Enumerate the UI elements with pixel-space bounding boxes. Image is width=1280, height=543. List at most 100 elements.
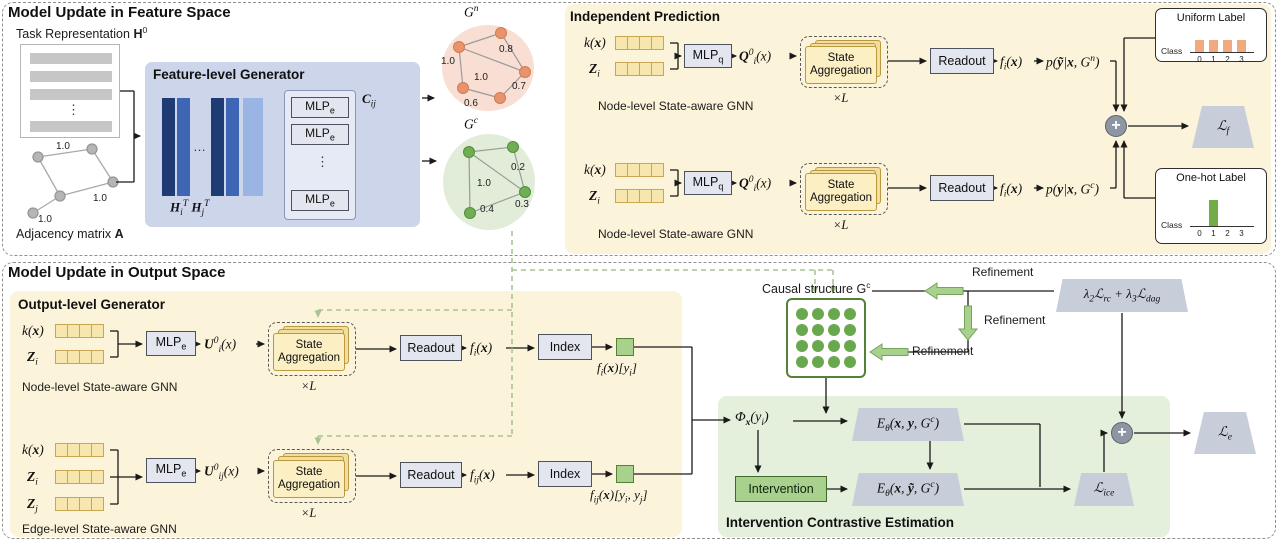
uniform-label-title: Uniform Label — [1176, 12, 1246, 24]
refinement-label: Refinement — [912, 344, 974, 358]
fi-label: fi(x) — [1000, 54, 1023, 73]
kx-cells — [55, 443, 104, 457]
causal-dot — [796, 324, 808, 336]
gc-weight: 0.2 — [511, 162, 525, 173]
tick: 3 — [1239, 229, 1244, 238]
state-aggregation-label: State Aggregation — [809, 52, 873, 77]
fi-label: fi(x) — [470, 340, 493, 359]
tick: 3 — [1239, 55, 1244, 64]
kx-label: k(x) — [22, 442, 44, 457]
causal-dot — [828, 324, 840, 336]
energy-ytilde-trapezoid: Eθ(x, ỹ, Gc) — [852, 473, 964, 506]
lambda-loss-label: λ2ℒrc + λ3ℒdag — [1083, 286, 1161, 305]
node-gnn-label: Node-level State-aware GNN — [598, 99, 754, 113]
state-aggregation-label: State Aggregation — [277, 339, 341, 364]
gc-label: Gc — [464, 116, 478, 132]
cell — [91, 350, 104, 364]
feature-connectors — [116, 90, 437, 183]
refinement-label: Refinement — [984, 313, 1046, 327]
times-l-label: ×L — [301, 379, 317, 393]
horizontal-dots: … — [193, 139, 206, 154]
times-l-label: ×L — [301, 506, 317, 520]
output-space-title: Model Update in Output Space — [8, 264, 226, 281]
index-box: Index — [538, 461, 592, 487]
cell — [91, 497, 104, 511]
zi-cells — [615, 189, 664, 203]
causal-structure-label: Causal structure Gc — [762, 280, 871, 297]
causal-dot — [844, 356, 856, 368]
independent-prediction-title: Independent Prediction — [570, 9, 721, 24]
fij-label: fij(x) — [470, 467, 495, 486]
intervention-box: Intervention — [735, 476, 827, 502]
gc-weight: 1.0 — [477, 178, 491, 189]
lambda-loss-trapezoid: λ2ℒrc + λ3ℒdag — [1056, 279, 1188, 312]
readout-box: Readout — [930, 48, 994, 74]
mlp-e-box: MLPe — [146, 458, 196, 483]
mlp-e-box: MLPe — [291, 124, 349, 145]
mlp-e-label: MLPe — [305, 192, 335, 209]
output-generator-title: Output-level Generator — [18, 297, 166, 312]
right-connectors — [754, 290, 1191, 493]
cell — [651, 163, 664, 177]
causal-dot-grid — [788, 300, 864, 376]
task-representation-matrix: ⋮ — [20, 44, 120, 138]
state-aggregation-stack: State Aggregation — [268, 449, 356, 503]
adjacency-weight: 1.0 — [38, 214, 52, 225]
causal-dot — [828, 308, 840, 320]
readout-box: Readout — [400, 335, 462, 361]
refinement-arrow-left-icon — [869, 343, 909, 361]
mlp-q-label: MLPq — [692, 174, 724, 192]
node-gnn-label: Node-level State-aware GNN — [598, 227, 754, 241]
index-box: Index — [538, 334, 592, 360]
zi-cells — [615, 62, 664, 76]
mlp-q-label: MLPq — [692, 47, 724, 65]
indep-connectors — [670, 37, 1189, 199]
zi-label: Zi — [27, 469, 38, 488]
onehot-chart — [1190, 187, 1254, 227]
uniform-bar — [1209, 40, 1218, 52]
causal-dot — [796, 356, 808, 368]
causal-dot — [844, 324, 856, 336]
task-representation-label: Task Representation H0 — [16, 25, 148, 42]
output-connectors — [110, 330, 731, 505]
zi-label: Zi — [27, 349, 38, 368]
readout-label: Readout — [938, 54, 986, 68]
zi-cells — [55, 350, 104, 364]
mlp-e-box: MLPe — [291, 97, 349, 118]
adjacency-weight: 1.0 — [93, 193, 107, 204]
tick: 2 — [1225, 229, 1230, 238]
gn-graph: 1.0 0.8 1.0 0.7 0.6 — [441, 25, 534, 111]
ice-title: Intervention Contrastive Estimation — [726, 515, 955, 530]
causal-dot — [844, 308, 856, 320]
refinement-block-arrows — [869, 282, 979, 361]
zi-label: Zi — [589, 188, 600, 207]
edge-gnn-label: Edge-level State-aware GNN — [22, 522, 177, 536]
mlp-e-label: MLPe — [305, 126, 335, 143]
q0-label: Q0i(x) — [739, 175, 772, 195]
mlp-e-box: MLPe — [291, 190, 349, 211]
intervention-label: Intervention — [748, 482, 814, 496]
gc-weight: 0.3 — [515, 199, 529, 210]
times-l-label: ×L — [833, 91, 849, 105]
embedding-bar — [162, 98, 175, 196]
times-l-label: ×L — [833, 218, 849, 232]
energy-y-trapezoid: Eθ(x, y, Gc) — [852, 408, 964, 441]
kx-cells — [55, 324, 104, 338]
u0ij-label: U0ij(x) — [204, 463, 239, 483]
embedding-bar — [243, 98, 263, 196]
class-axis-label: Class — [1161, 46, 1183, 56]
gn-label: Gn — [464, 4, 479, 20]
refinement-arrow-left-icon — [924, 282, 964, 300]
cell — [91, 470, 104, 484]
p-y-label: p(y|x, Gc) — [1046, 181, 1099, 197]
fij-y-label: fij(x)[yi, yj] — [590, 487, 648, 506]
causal-dot — [796, 308, 808, 320]
tick: 0 — [1197, 55, 1202, 64]
q0-label: Q0i(x) — [739, 48, 772, 68]
causal-dot — [812, 340, 824, 352]
embedding-bar — [211, 98, 224, 196]
feature-space-title: Model Update in Feature Space — [8, 4, 231, 21]
sum-node-icon: + — [1105, 115, 1127, 137]
